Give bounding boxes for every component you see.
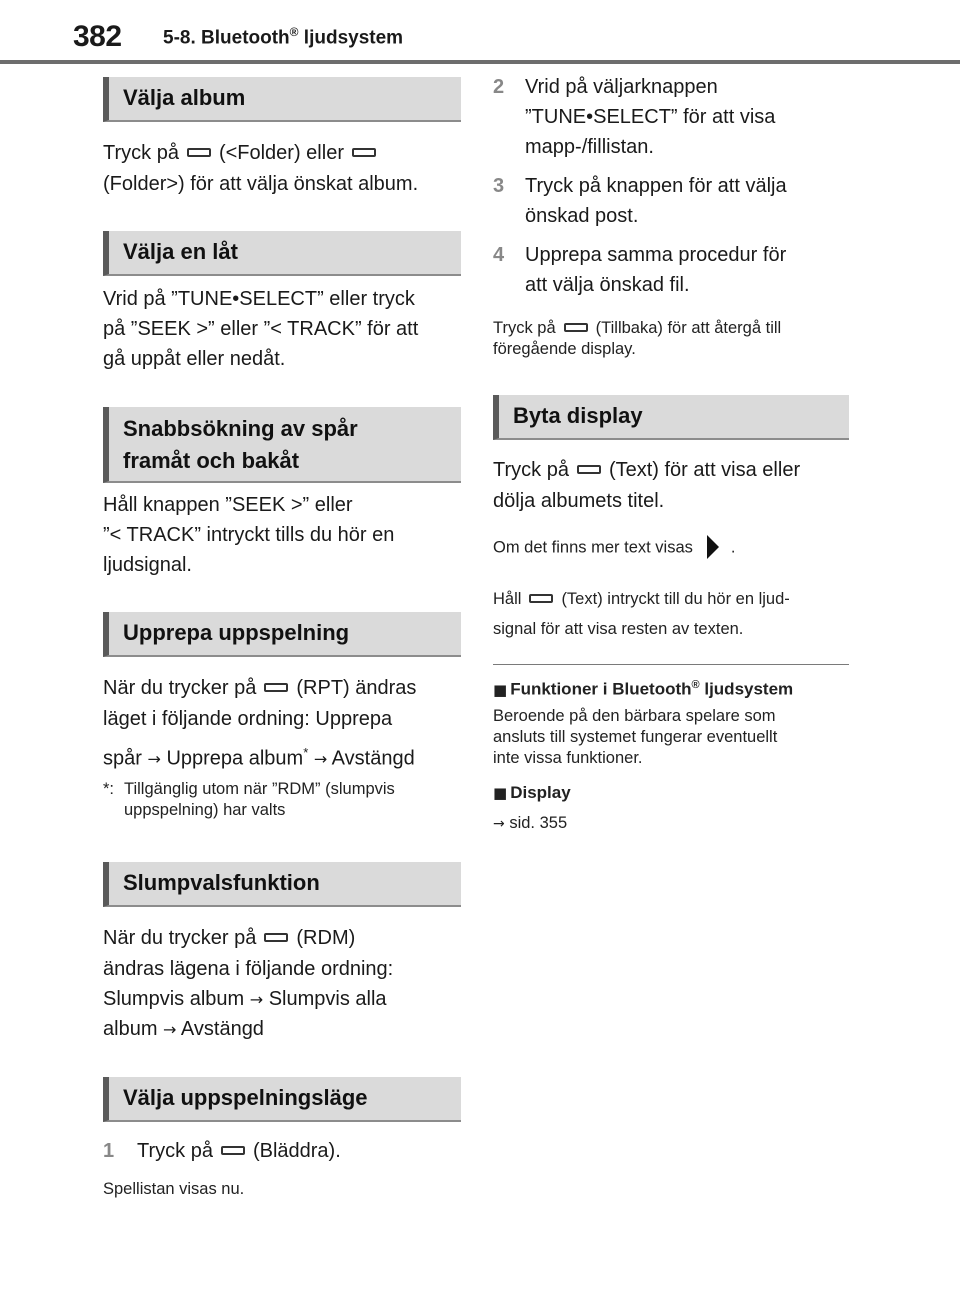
hold-text-note: Håll(Text) intryckt till du hör en ljud-… [493,590,790,638]
album-text-line2: (Folder>) för att välja önskat album. [103,173,419,195]
arrow-right-icon: → [147,749,161,769]
step4-line2: att välja önskad fil. [525,274,690,296]
arrow-right-icon: → [163,1020,177,1039]
page-header: 382 5-8. Bluetooth® ljudsystem [0,0,960,64]
more-text-arrow-icon [706,535,719,559]
functions-heading: ■Funktioner i Bluetooth® ljudsystem [493,679,794,699]
repeat-text-line2: läget i följande ordning: Upprepa [103,708,393,730]
seek-text-line2: ”< TRACK” intryckt tills du hör en [103,524,395,546]
page-number: 382 [73,20,122,53]
album-text-line1: Tryck på(<Folder) eller [103,138,463,168]
heading-upprepa: Upprepa uppspelning [103,612,461,657]
random-text-line3: Slumpvis album → Slumpvis alla [103,988,387,1010]
random-text-line4: album → Avstängd [103,1018,264,1040]
folder-forward-button-icon [351,147,376,157]
square-bullet-icon: ■ [493,680,508,699]
heading-byta-display: Byta display [493,395,849,440]
track-text-line1: Vrid på ”TUNE•SELECT” eller tryck [103,288,415,310]
repeat-footnote: *:Tillgänglig utom när ”RDM” (slumpvis u… [103,780,395,819]
rpt-button-icon [264,682,289,692]
heading-valja-lat: Välja en låt [103,231,461,276]
step2-line3: mapp-/fillistan. [525,136,654,158]
seek-text-line1: Håll knappen ”SEEK >” eller [103,494,353,516]
heading-valja-album: Välja album [103,77,461,122]
step3-line2: önskad post. [525,205,639,227]
display-ref-link[interactable]: → sid. 355 [493,814,568,832]
square-bullet-icon: ■ [493,784,508,802]
functions-text: Beroende på den bärbara spelare som ansl… [493,707,778,767]
browse-button-icon [220,1145,245,1155]
display-text-line1: Tryck på(Text) för att visa eller [493,459,801,481]
display-ref-heading: ■Display [493,783,571,802]
random-text-line2: ändras lägena i följande ordning: [103,958,394,980]
random-text-line1: När du trycker på(RDM) [103,927,356,949]
track-text-line2: på ”SEEK >” eller ”< TRACK” för att [103,318,419,340]
back-button-icon [563,322,588,332]
section-divider [493,664,849,665]
header-rule [0,60,960,64]
arrow-right-icon: → [249,990,264,1009]
text-button-icon [576,464,601,474]
arrow-right-icon: → [313,749,328,769]
more-text-note: Om det finns mer text visas. [493,535,853,561]
heading-uppspelningslage: Välja uppspelningsläge [103,1077,461,1122]
section-title: 5-8. Bluetooth® ljudsystem [163,25,404,49]
folder-back-button-icon [186,147,211,157]
step2-line2: ”TUNE•SELECT” för att visa [525,106,776,128]
heading-snabbsokning: Snabbsökning av spår framåt och bakåt [103,407,461,483]
arrow-right-icon: → [493,816,505,832]
back-note: Tryck på(Tillbaka) för att återgå till f… [493,319,782,358]
track-text-line3: gå uppåt eller nedåt. [103,348,286,370]
heading-slumpval: Slumpvalsfunktion [103,862,461,907]
repeat-text-line3: spår → Upprepa album* → Avstängd [103,745,415,770]
mode-step1-note: Spellistan visas nu. [103,1180,245,1198]
display-text-line2: dölja albumets titel. [493,490,665,512]
rdm-button-icon [264,932,289,942]
seek-text-line3: ljudsignal. [103,554,192,576]
text-button-icon [529,593,554,603]
repeat-text-line1: När du trycker på(RPT) ändras [103,677,417,699]
